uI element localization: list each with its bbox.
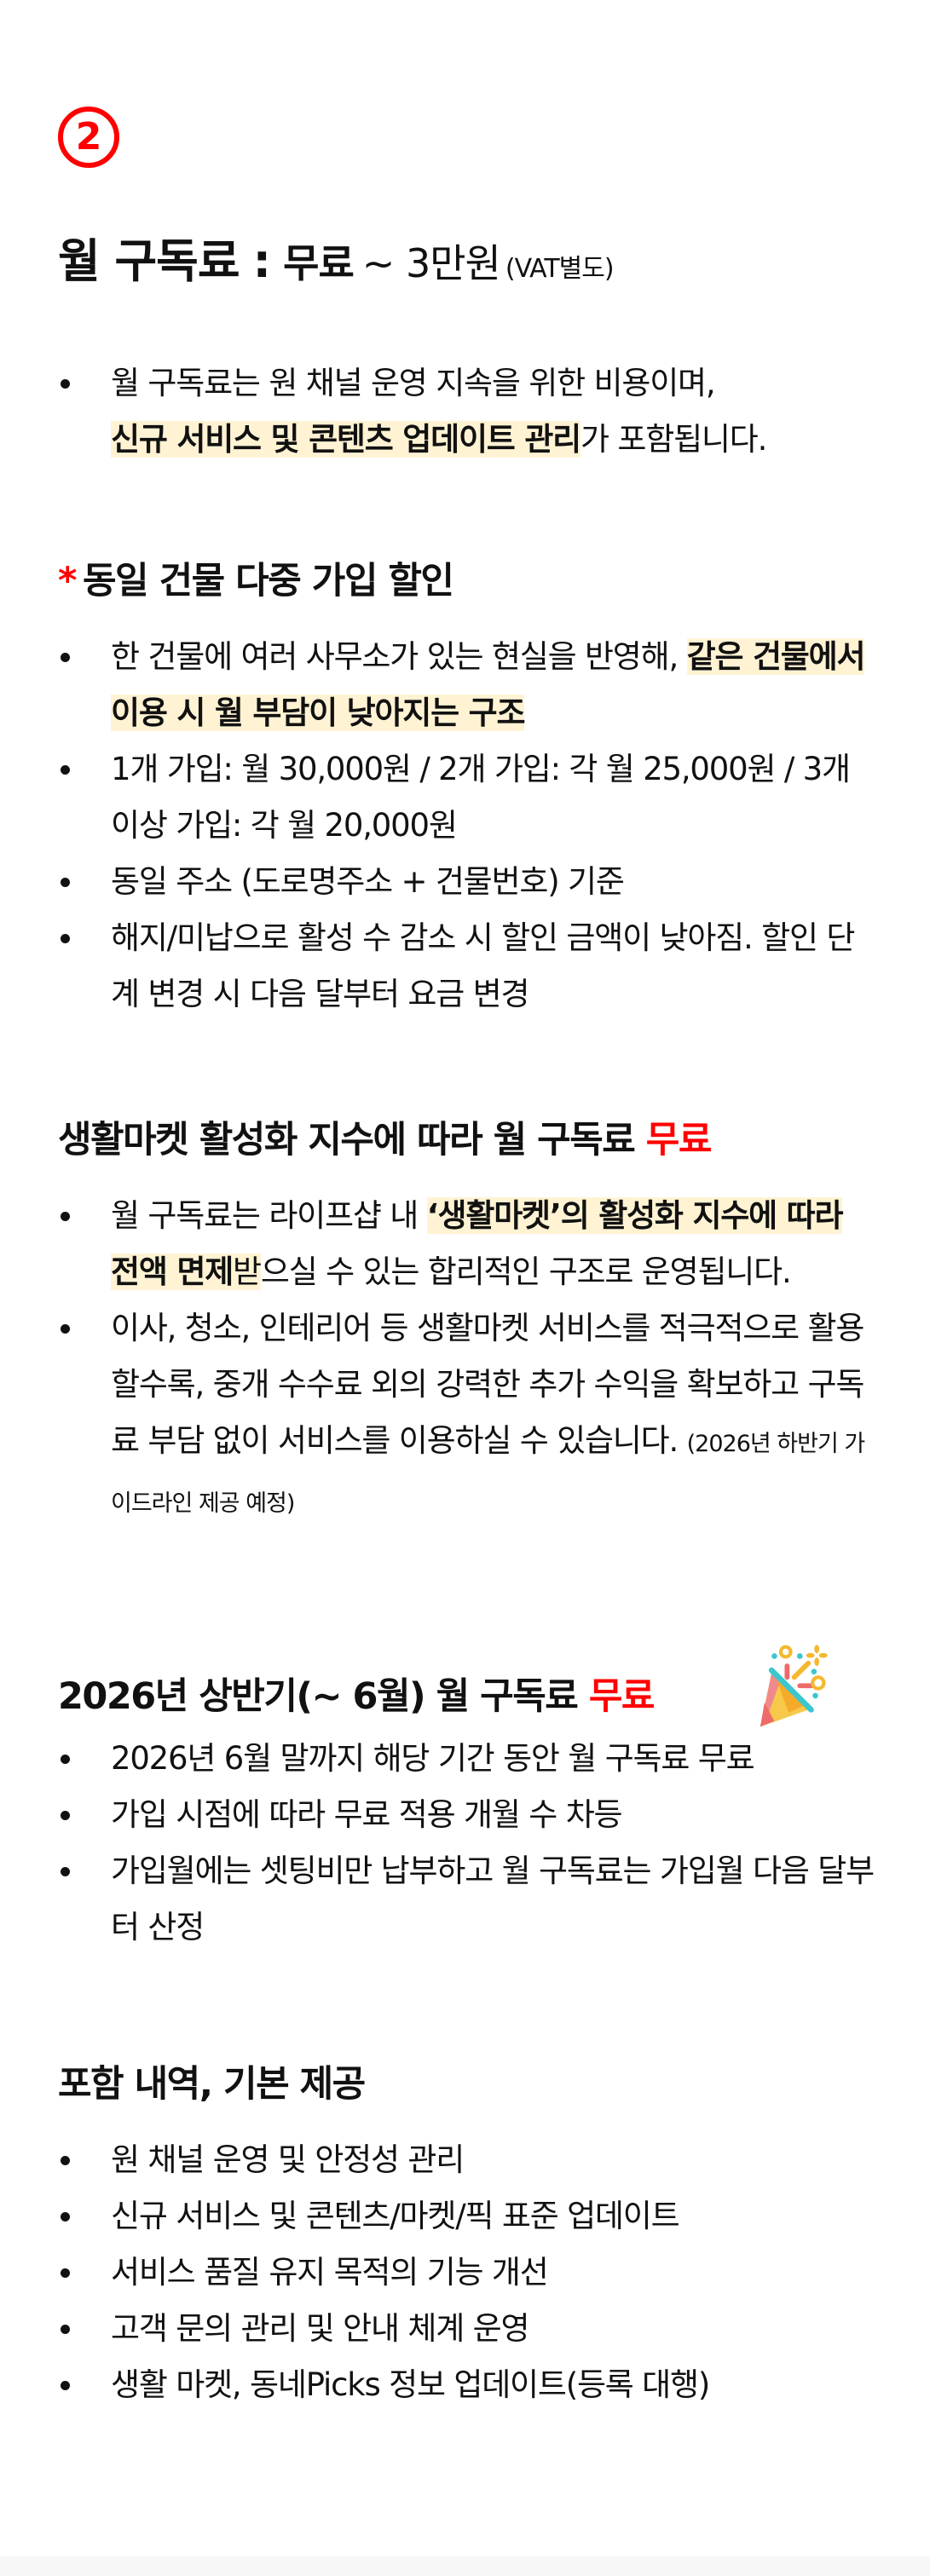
market-guideline-note: (2026년 하반기 가이드라인 제공 예정)	[111, 1431, 865, 1517]
discount-heading: *동일 건물 다중 가입 할인	[58, 557, 876, 605]
included-item-text: 생활 마켓, 동네Picks 정보 업데이트(등록 대행)	[111, 2366, 710, 2403]
bullet-icon	[61, 878, 70, 887]
included-item-text: 고객 문의 관리 및 안내 체계 운영	[111, 2310, 529, 2347]
discount-change-rule: 해지/미납으로 활성 수 감소 시 할인 금액이 낮아짐. 할인 단계 변경 시…	[111, 919, 855, 1012]
market-heading: 생활마켓 활성화 지수에 따라 월 구독료 무료	[58, 1116, 876, 1164]
discount-text: 한 건물에 여러 사무소가 있는 현실을 반영해,	[111, 638, 687, 675]
intro-rest: 가 포함됩니다.	[581, 421, 767, 458]
list-item: 동일 주소 (도로명주소 + 건물번호) 기준	[58, 854, 876, 910]
included-item-text: 원 채널 운영 및 안정성 관리	[111, 2141, 465, 2178]
market-text-after: 으실 수 있는 합리적인 구조로 운영됩니다.	[260, 1253, 792, 1290]
bullet-icon	[61, 1755, 70, 1764]
title-colon: :	[252, 234, 272, 288]
list-item: 원 채널 운영 및 안정성 관리	[58, 2132, 876, 2188]
bullet-icon	[61, 1212, 70, 1221]
market-heading-text: 생활마켓 활성화 지수에 따라 월 구독료	[58, 1119, 636, 1161]
bullet-icon	[61, 2268, 70, 2278]
list-item: 월 구독료는 라이프샵 내 ‘생활마켓’의 활성화 지수에 따라 전액 면제받으…	[58, 1188, 876, 1300]
footer-strip	[0, 2556, 930, 2576]
bullet-icon	[61, 934, 70, 943]
promo-item-text: 2026년 6월 말까지 해당 기간 동안 월 구독료 무료	[111, 1740, 755, 1777]
discount-tiers: 1개 가입: 월 30,000원 / 2개 가입: 각 월 25,000원 / …	[111, 751, 851, 844]
list-item: 해지/미납으로 활성 수 감소 시 할인 금액이 낮아짐. 할인 단계 변경 시…	[58, 910, 876, 1023]
promo-list: 2026년 6월 말까지 해당 기간 동안 월 구독료 무료 가입 시점에 따라…	[58, 1731, 876, 1956]
intro-section: 월 구독료는 원 채널 운영 지속을 위한 비용이며, 신규 서비스 및 콘텐츠…	[58, 355, 876, 468]
included-list: 원 채널 운영 및 안정성 관리 신규 서비스 및 콘텐츠/마켓/픽 표준 업데…	[58, 2132, 876, 2413]
promo-heading-free: 무료	[588, 1675, 656, 1718]
list-item: 한 건물에 여러 사무소가 있는 현실을 반영해, 같은 건물에서 이용 시 월…	[58, 629, 876, 741]
promo-heading: 2026년 상반기(~ 6월) 월 구독료 무료	[58, 1673, 876, 1720]
market-list: 월 구독료는 라이프샵 내 ‘생활마켓’의 활성화 지수에 따라 전액 면제받으…	[58, 1188, 876, 1532]
list-item: 이사, 청소, 인테리어 등 생활마켓 서비스를 적극적으로 활용 할수록, 중…	[58, 1300, 876, 1532]
included-section: 포함 내역, 기본 제공 원 채널 운영 및 안정성 관리 신규 서비스 및 콘…	[58, 2060, 876, 2413]
bullet-icon	[61, 653, 70, 662]
discount-address-basis: 동일 주소 (도로명주소 + 건물번호) 기준	[111, 863, 625, 900]
title-vat-note: (VAT별도)	[505, 254, 615, 284]
bullet-icon	[61, 2381, 70, 2390]
bullet-icon	[61, 2325, 70, 2334]
list-item: 2026년 6월 말까지 해당 기간 동안 월 구독료 무료	[58, 1731, 876, 1787]
promo-heading-text: 2026년 상반기(~ 6월) 월 구독료	[58, 1675, 579, 1718]
list-item: 가입월에는 셋팅비만 납부하고 월 구독료는 가입월 다음 달부터 산정	[58, 1843, 876, 1956]
bullet-icon	[61, 379, 70, 389]
party-popper-icon	[760, 1645, 828, 1727]
asterisk-icon: *	[58, 560, 78, 602]
market-section: 생활마켓 활성화 지수에 따라 월 구독료 무료 월 구독료는 라이프샵 내 ‘…	[58, 1116, 876, 1532]
intro-list: 월 구독료는 원 채널 운영 지속을 위한 비용이며, 신규 서비스 및 콘텐츠…	[58, 355, 876, 468]
step-number-badge: 2	[58, 107, 119, 168]
list-item: 가입 시점에 따라 무료 적용 개월 수 차등	[58, 1787, 876, 1843]
market-heading-free: 무료	[645, 1119, 713, 1161]
discount-heading-text: 동일 건물 다중 가입 할인	[83, 560, 454, 602]
page-title: 월 구독료:무료~ 3만원(VAT별도)	[58, 223, 615, 291]
discount-list: 한 건물에 여러 사무소가 있는 현실을 반영해, 같은 건물에서 이용 시 월…	[58, 629, 876, 1023]
list-item: 생활 마켓, 동네Picks 정보 업데이트(등록 대행)	[58, 2357, 876, 2413]
included-item-text: 서비스 품질 유지 목적의 기능 개선	[111, 2254, 549, 2291]
bullet-icon	[61, 2156, 70, 2165]
title-free: 무료	[283, 240, 355, 286]
market-benefit-text: 이사, 청소, 인테리어 등 생활마켓 서비스를 적극적으로 활용 할수록, 중…	[111, 1310, 864, 1459]
bullet-icon	[61, 1324, 70, 1334]
included-heading: 포함 내역, 기본 제공	[58, 2063, 366, 2106]
included-item-text: 신규 서비스 및 콘텐츠/마켓/픽 표준 업데이트	[111, 2198, 680, 2234]
intro-highlight: 신규 서비스 및 콘텐츠 업데이트 관리	[111, 421, 581, 458]
title-main: 월 구독료	[58, 234, 240, 288]
bullet-icon	[61, 2212, 70, 2222]
promo-item-text: 가입월에는 셋팅비만 납부하고 월 구독료는 가입월 다음 달부터 산정	[111, 1853, 875, 1945]
title-range: ~ 3만원	[361, 240, 501, 286]
market-highlight-regular: 받	[233, 1253, 262, 1290]
bullet-icon	[61, 1811, 70, 1820]
list-item: 1개 가입: 월 30,000원 / 2개 가입: 각 월 25,000원 / …	[58, 741, 876, 854]
bullet-icon	[61, 765, 70, 775]
promo-section: 2026년 상반기(~ 6월) 월 구독료 무료 2026년 6월 말까지 해당…	[58, 1673, 876, 1956]
list-item: 신규 서비스 및 콘텐츠/마켓/픽 표준 업데이트	[58, 2188, 876, 2245]
intro-text: 월 구독료는 원 채널 운영 지속을 위한 비용이며,	[111, 365, 716, 401]
list-item: 고객 문의 관리 및 안내 체계 운영	[58, 2301, 876, 2357]
promo-item-text: 가입 시점에 따라 무료 적용 개월 수 차등	[111, 1796, 623, 1833]
bullet-icon	[61, 1867, 70, 1876]
list-item: 월 구독료는 원 채널 운영 지속을 위한 비용이며, 신규 서비스 및 콘텐츠…	[58, 355, 876, 468]
list-item: 서비스 품질 유지 목적의 기능 개선	[58, 2245, 876, 2301]
discount-section: *동일 건물 다중 가입 할인 한 건물에 여러 사무소가 있는 현실을 반영해…	[58, 557, 876, 1023]
market-text-before: 월 구독료는 라이프샵 내	[111, 1197, 427, 1234]
